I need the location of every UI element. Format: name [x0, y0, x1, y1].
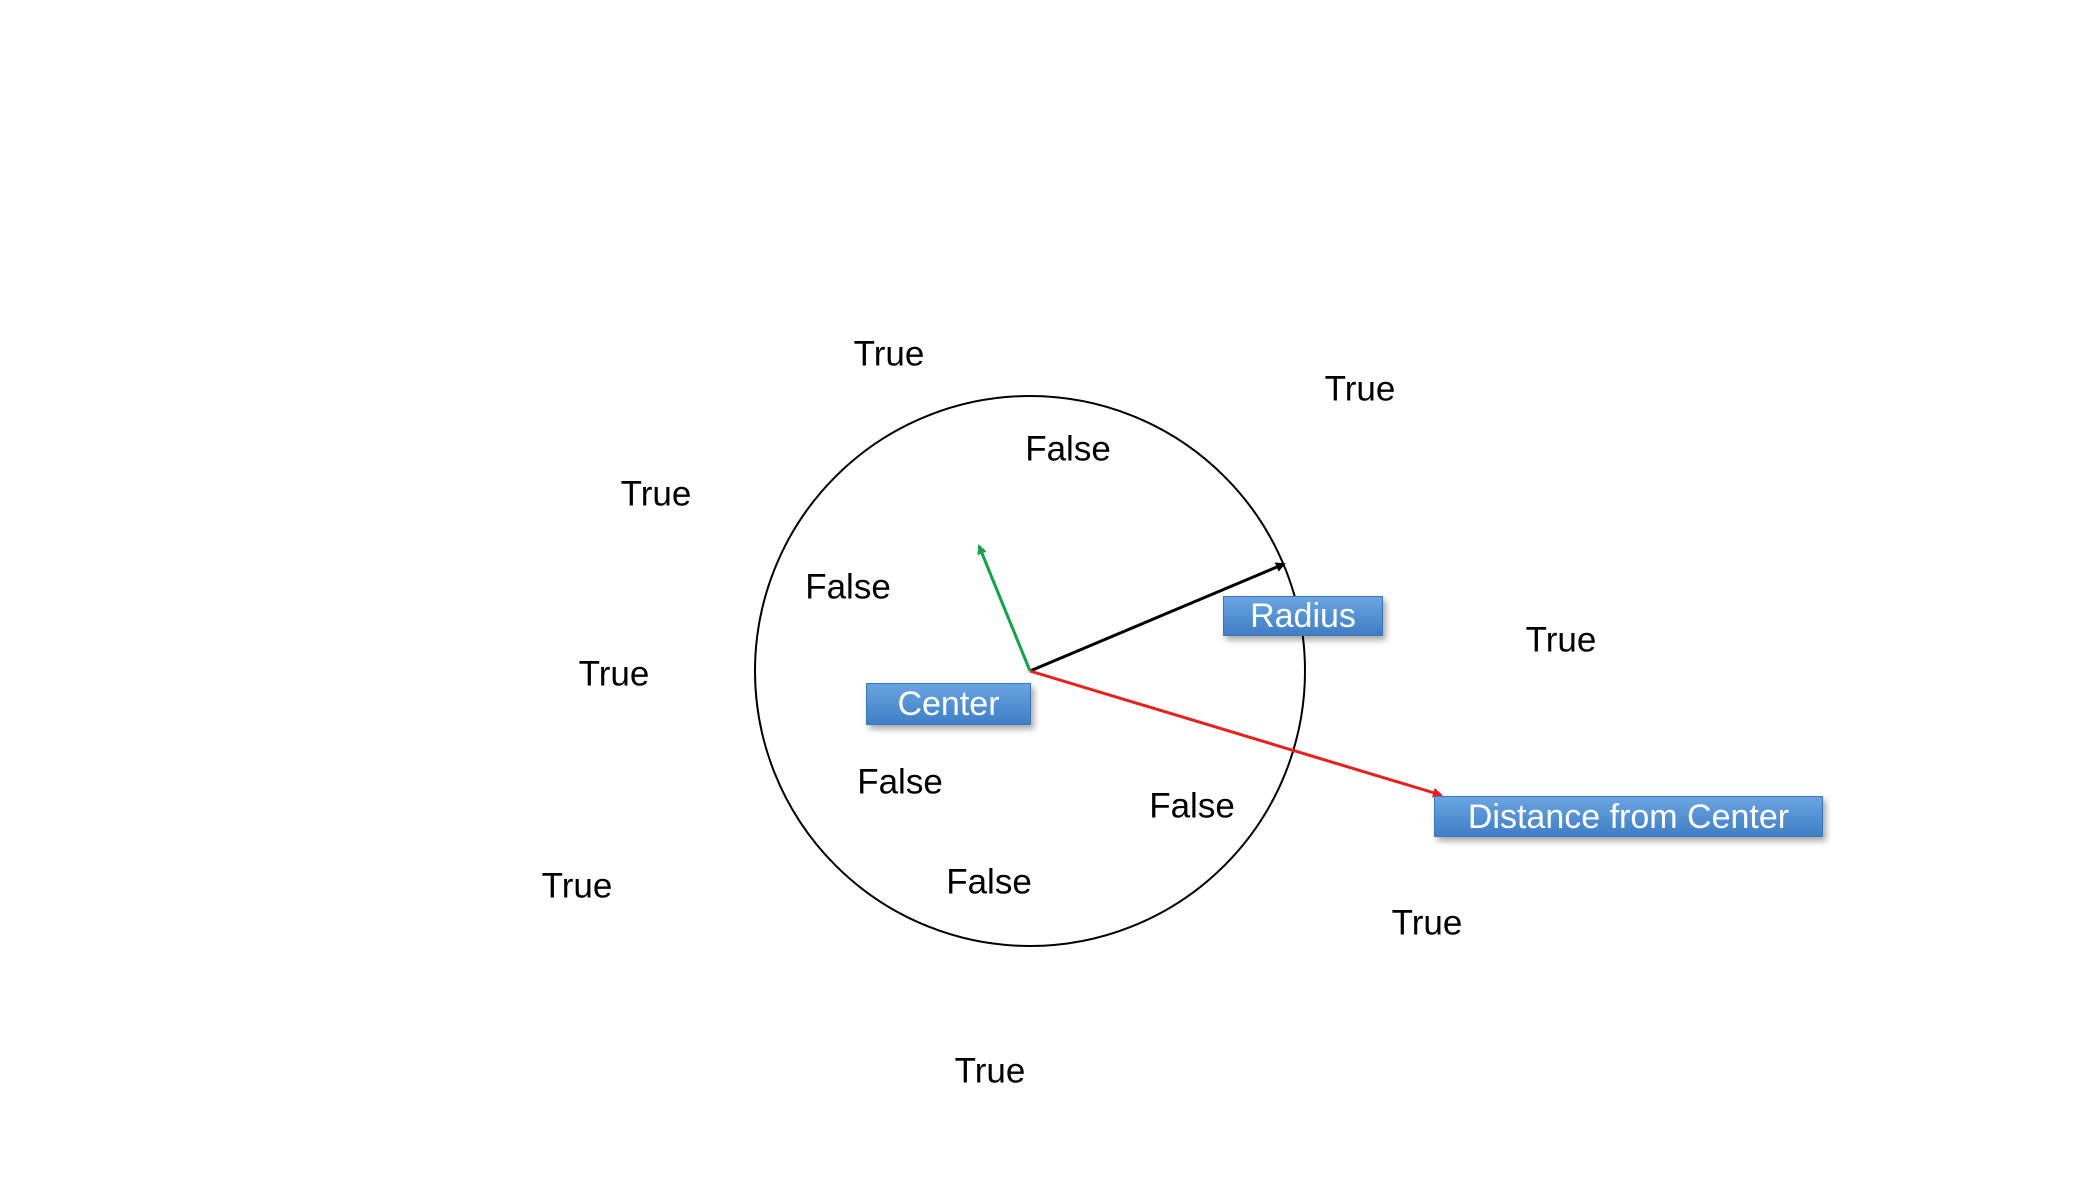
outside-point-label: True: [1391, 903, 1463, 943]
outside-point-label: True: [1525, 620, 1597, 660]
center-tag-label: Center: [897, 685, 1000, 723]
radius-arrow: [1029, 562, 1286, 673]
radius-tag: Radius: [1223, 596, 1383, 636]
outside-point-label: True: [541, 866, 613, 906]
inside-point-label: False: [946, 862, 1032, 902]
inside-point-label: False: [857, 762, 943, 802]
boundary-circle: [754, 395, 1306, 947]
outside-point-label: True: [954, 1051, 1026, 1091]
outside-point-label: True: [578, 654, 650, 694]
outside-point-label: True: [1324, 369, 1396, 409]
center-tag: Center: [866, 683, 1031, 725]
inside-point-label: False: [1149, 786, 1235, 826]
radius-tag-label: Radius: [1250, 597, 1356, 635]
distance-tag-label: Distance from Center: [1467, 797, 1790, 836]
inside-point-label: False: [805, 567, 891, 607]
outside-point-label: True: [620, 474, 692, 514]
outside-point-label: True: [853, 334, 925, 374]
distance-tag: Distance from Center: [1434, 796, 1823, 837]
distance-arrow: [1029, 669, 1443, 798]
inner-point-arrow: [977, 544, 1032, 672]
inside-point-label: False: [1025, 429, 1111, 469]
